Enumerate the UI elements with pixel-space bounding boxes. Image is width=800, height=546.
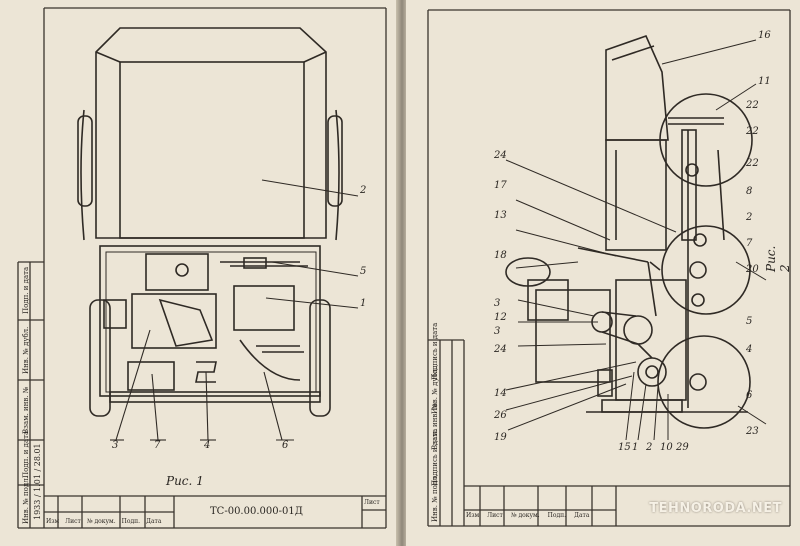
- stamp-vertical-5: Подпись и дата: [431, 322, 439, 380]
- callout: 14: [494, 388, 507, 399]
- book-gutter: [396, 0, 408, 546]
- callout: 22: [746, 100, 759, 111]
- callout: 18: [494, 250, 507, 261]
- callout: 19: [494, 432, 507, 443]
- stamp-row-left: Изм Лист № докум. Подп. Дата: [46, 518, 166, 525]
- stamp-vertical-5: Подп. и дата: [22, 266, 30, 314]
- callout-1: 1: [360, 298, 367, 309]
- callout: 8: [746, 186, 753, 197]
- stamp-cell: Дата: [574, 512, 590, 519]
- callout: 3: [494, 298, 501, 309]
- callout: 13: [494, 210, 507, 221]
- callout: 3: [494, 326, 501, 337]
- callout: 4: [746, 344, 753, 355]
- right-page: 24 17 13 18 3 12 3 24 14 26 19 15 1 2 10…: [406, 0, 800, 546]
- callout-3: 3: [112, 440, 119, 451]
- callout: 17: [494, 180, 507, 191]
- stamp-cell: Лист: [65, 518, 81, 525]
- stamp-vertical-3: Взам. инв. №: [22, 386, 30, 434]
- stamp-cell: Изм: [466, 512, 480, 519]
- stamp-cell: Подп.: [121, 518, 141, 525]
- callout-2: 2: [360, 185, 367, 196]
- callout: 11: [758, 76, 771, 87]
- inventory-note: 1933 / 1.01 / 28.01: [33, 443, 42, 520]
- callout-4: 4: [204, 440, 211, 451]
- left-page: 2 5 1 3 7 4 6 Рис. 1 ТС-00.00.000-01Д Ли…: [0, 0, 398, 546]
- callout: 6: [746, 390, 753, 401]
- callout: 12: [494, 312, 507, 323]
- callout: 7: [746, 238, 753, 249]
- callout: 20: [746, 264, 759, 275]
- stamp-cell: Изм: [46, 518, 60, 525]
- callout: 24: [494, 150, 507, 161]
- callout: 26: [494, 410, 507, 421]
- callout: 2: [746, 212, 753, 223]
- callout: 24: [494, 344, 507, 355]
- stamp-cell: Лист: [487, 512, 503, 519]
- stamp-vertical-4: Инв. № дубл.: [22, 326, 30, 374]
- site-watermark: TEHNORODA.NET: [649, 501, 782, 516]
- callout: 15: [618, 442, 631, 453]
- callout: 1: [632, 442, 639, 453]
- figure-1-caption: Рис. 1: [166, 474, 204, 488]
- figure-2-caption: Рис. 2: [764, 245, 792, 272]
- stamp-cell: № докум.: [86, 518, 116, 525]
- callout-7: 7: [154, 440, 161, 451]
- stamp-row-right: Изм Лист № докум. Подп. Дата: [466, 512, 616, 519]
- callout: 29: [676, 442, 689, 453]
- figure-1-drawing: [17, 7, 387, 529]
- callout: 23: [746, 426, 759, 437]
- callout: 10: [660, 442, 673, 453]
- stamp-cell: Подп.: [547, 512, 567, 519]
- callout: 5: [746, 316, 753, 327]
- sheet-label: Лист: [364, 499, 380, 506]
- stamp-vertical-1: Инв. № подл.: [22, 476, 30, 524]
- callout: 16: [758, 30, 771, 41]
- callout: 22: [746, 158, 759, 169]
- stamp-vertical-2: Подп. и дата: [22, 430, 30, 478]
- callout: 22: [746, 126, 759, 137]
- stamp-cell: № докум.: [510, 512, 540, 519]
- callout-6: 6: [282, 440, 289, 451]
- callout: 2: [646, 442, 653, 453]
- callout-5: 5: [360, 266, 367, 277]
- stamp-cell: Дата: [146, 518, 162, 525]
- figure-2-drawing: [427, 9, 791, 527]
- drawing-code: ТС-00.00.000-01Д: [210, 506, 303, 517]
